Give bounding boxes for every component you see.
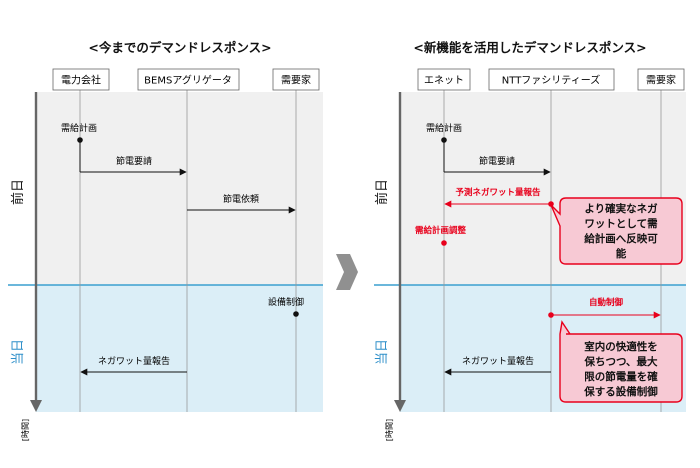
callout-top-line-2: ワットとして需: [584, 218, 658, 230]
transition-arrow-icon: [336, 254, 358, 290]
left-time-arrow: [30, 400, 42, 412]
left-label-before: 前日: [10, 179, 26, 205]
callout-bottom-line-1: 室内の快適性を: [584, 340, 658, 353]
left-actor-1: 電力会社: [61, 74, 101, 87]
left-panel: <今までのデマンドレスポンス> 電力会社 BEMSアグリゲータ 需要家 [時間]…: [8, 40, 323, 441]
right-panel: <新機能を活用したデマンドレスポンス> エネット NTTファシリティーズ 需要家…: [374, 40, 686, 441]
left-before-band: [36, 92, 323, 285]
left-actor-2: BEMSアグリゲータ: [144, 74, 232, 87]
left-title: <今までのデマンドレスポンス>: [88, 40, 271, 55]
left-time-label: [時間]: [21, 419, 30, 441]
callout-bottom: [559, 320, 683, 403]
left-actor-2-box: [137, 68, 240, 91]
callout-top-line-3: 給計画へ反映可: [584, 232, 658, 245]
left-step-plan: 需給計画: [61, 122, 97, 134]
right-time-label: [時間]: [385, 419, 394, 441]
right-actor-2: NTTファシリティーズ: [502, 74, 600, 87]
callout-top-line-4: 能: [616, 247, 627, 260]
right-title: <新機能を活用したデマンドレスポンス>: [413, 40, 646, 55]
left-actor-1-box: [52, 68, 110, 91]
left-control-dot: [293, 311, 299, 317]
right-actor-3: 需要家: [646, 74, 676, 87]
callout-top-line-1: より確実なネガ: [584, 202, 658, 215]
right-adjust-dot: [441, 240, 447, 246]
left-step-save-request: 節電要請: [116, 155, 152, 167]
right-actor-1-box: [417, 68, 471, 91]
left-actor-3-box: [272, 68, 320, 91]
right-step-plan: 需給計画: [426, 122, 462, 134]
right-actor-1: エネット: [424, 75, 464, 87]
right-step-auto-control: 自動制御: [589, 297, 624, 308]
right-actor-3-box: [637, 68, 685, 91]
right-step-plan-adjust: 需給計画調整: [415, 225, 467, 236]
left-step-equipment-control: 設備制御: [268, 296, 304, 308]
right-time-arrow: [394, 400, 406, 412]
left-step-negawatt-report: ネガワット量報告: [98, 355, 170, 367]
callout-bottom-line-3: 限の節電量を確: [584, 370, 658, 383]
right-step-forecast-report: 予測ネガワット量報告: [455, 187, 541, 198]
right-label-before: 前日: [374, 179, 390, 205]
left-same-day-band: [36, 285, 323, 412]
callout-bottom-line-4: 保する設備制御: [583, 385, 658, 398]
right-step-save-request: 節電要請: [479, 155, 515, 167]
callout-top: [550, 197, 683, 265]
left-step-save-ask: 節電依頼: [223, 193, 259, 205]
callout-bottom-line-2: 保ちつつ、最大: [583, 355, 658, 368]
right-label-same-day: 当日: [375, 339, 390, 365]
left-actor-3: 需要家: [281, 74, 311, 87]
right-actor-2-box: [488, 68, 615, 91]
left-label-same-day: 当日: [11, 339, 26, 365]
right-step-negawatt-report: ネガワット量報告: [462, 355, 534, 367]
